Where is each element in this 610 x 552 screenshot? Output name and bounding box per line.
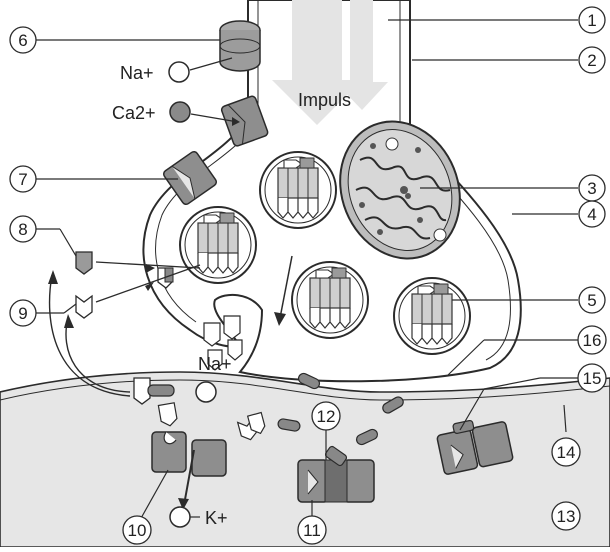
label-8: 8 xyxy=(10,216,36,242)
svg-text:15: 15 xyxy=(583,369,602,388)
potassium-ion-label: K+ xyxy=(205,508,228,528)
label-15: 15 xyxy=(578,364,606,392)
potassium-ion xyxy=(170,507,190,527)
vesicle xyxy=(292,262,368,338)
label-1: 1 xyxy=(579,7,605,33)
transmitter-precursor-icon xyxy=(76,252,92,274)
svg-text:6: 6 xyxy=(18,31,27,50)
label-5: 5 xyxy=(579,287,605,313)
label-14: 14 xyxy=(552,438,580,466)
vesicle xyxy=(394,278,470,354)
sodium-ion-label: Na+ xyxy=(120,63,154,83)
vesicle xyxy=(180,207,256,283)
label-3: 3 xyxy=(579,175,605,201)
svg-text:13: 13 xyxy=(557,507,576,526)
label-9: 9 xyxy=(10,300,36,326)
label-12: 12 xyxy=(312,402,340,430)
svg-text:10: 10 xyxy=(128,521,147,540)
label-10: 10 xyxy=(123,516,151,544)
impulse-label: Impuls xyxy=(298,90,351,110)
sodium-ion-cleft-label: Na+ xyxy=(198,354,232,374)
calcium-ion xyxy=(170,102,190,122)
label-2: 2 xyxy=(579,47,605,73)
svg-text:11: 11 xyxy=(303,521,321,540)
sodium-ion-cleft xyxy=(196,382,216,402)
transmitter-fragment-icon xyxy=(76,296,92,318)
label-16: 16 xyxy=(578,326,606,354)
vesicle xyxy=(260,152,336,228)
svg-text:2: 2 xyxy=(587,51,596,70)
label-6: 6 xyxy=(10,27,36,53)
svg-text:9: 9 xyxy=(18,304,27,323)
svg-text:14: 14 xyxy=(557,443,576,462)
svg-text:7: 7 xyxy=(18,170,27,189)
label-13: 13 xyxy=(552,502,580,530)
label-11: 11 xyxy=(298,516,326,544)
label-7: 7 xyxy=(10,166,36,192)
svg-text:3: 3 xyxy=(587,179,596,198)
svg-text:16: 16 xyxy=(583,331,602,350)
calcium-ion-label: Ca2+ xyxy=(112,103,156,123)
sodium-channel xyxy=(220,21,260,71)
svg-text:4: 4 xyxy=(587,205,596,224)
svg-text:8: 8 xyxy=(18,220,27,239)
sodium-ion xyxy=(169,62,189,82)
svg-text:5: 5 xyxy=(587,291,596,310)
svg-text:1: 1 xyxy=(587,11,596,30)
svg-text:12: 12 xyxy=(317,407,336,426)
label-4: 4 xyxy=(579,201,605,227)
